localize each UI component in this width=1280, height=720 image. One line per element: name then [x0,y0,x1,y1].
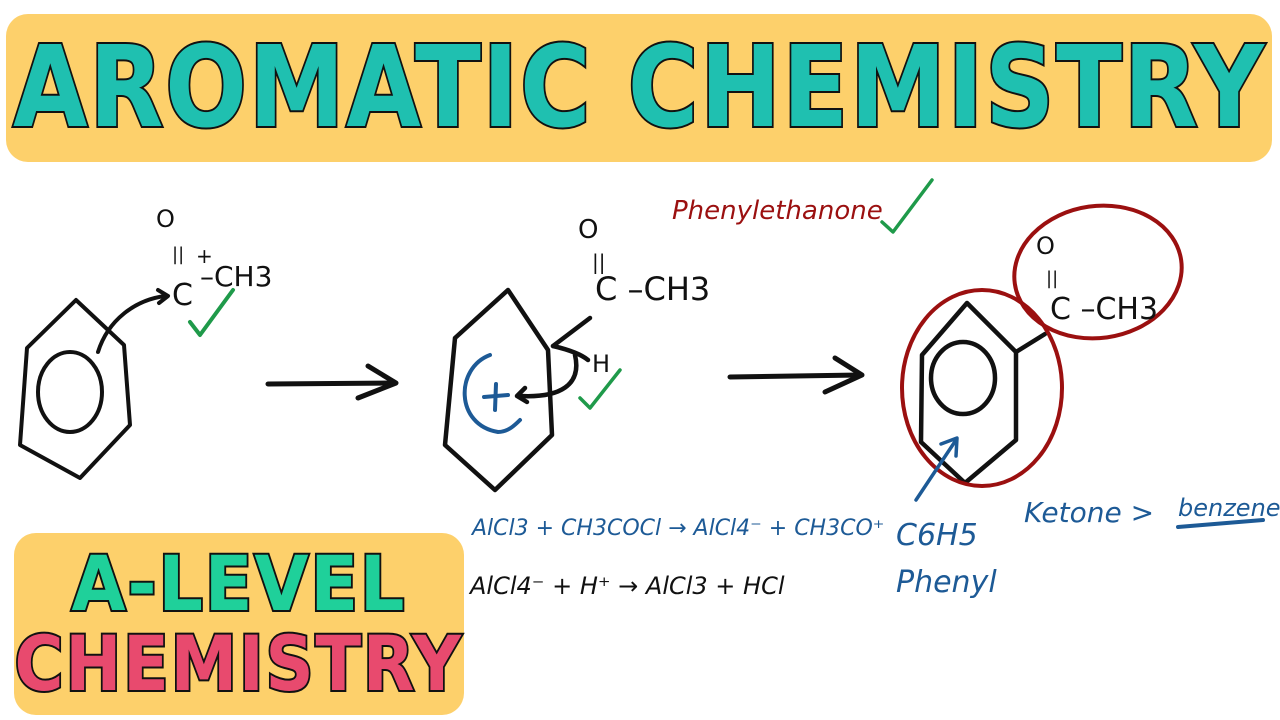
phenyl-label: Phenyl [896,565,997,600]
step1-charge: + [196,244,213,268]
reaction-arrow-2 [727,355,865,395]
check-icon [578,368,622,410]
carbocation-icon [462,353,522,434]
level-badge-line1: A-LEVEL [70,539,407,628]
equation-1: AlCl3 + CH3COCl → AlCl4⁻ + CH3CO⁺ [472,516,885,541]
phenyl-formula: C6H5 [896,518,978,553]
page-title: AROMATIC CHEMISTRY [11,23,1266,153]
check-icon [880,178,934,234]
step3-acyl: C –CH3 [1050,292,1159,327]
step3-oxygen: O [1036,232,1055,260]
step1-oxygen: O [156,205,175,233]
step2-double-bond: || [592,250,606,274]
equation-2: AlCl4⁻ + H⁺ → AlCl3 + HCl [470,572,785,600]
check-icon [188,288,235,337]
step1-double-bond: || [172,244,185,265]
benzene-ring-1 [18,288,170,480]
benzene-ring-3 [918,300,1048,486]
step2-acyl: C –CH3 [595,270,711,308]
title-banner: AROMATIC CHEMISTRY [6,14,1272,162]
step3-double-bond: || [1046,268,1059,289]
level-badge: A-LEVEL CHEMISTRY [13,533,464,715]
product-name: Phenylethanone [672,196,883,226]
step2-oxygen: O [578,215,599,245]
underline [1176,518,1265,529]
naming-rule-left: Ketone > [1024,496,1155,529]
step1-carbon: C [172,278,193,313]
highlight-circles [900,203,1184,488]
step1-methyl: –CH3 [200,260,273,293]
naming-rule-right: benzene [1178,494,1280,522]
reaction-arrow-1 [265,363,399,401]
level-badge-line2: CHEMISTRY [13,619,464,708]
pointer-arrow [914,436,959,502]
arenium-intermediate [442,287,593,493]
step2-hydrogen: H [592,350,611,378]
